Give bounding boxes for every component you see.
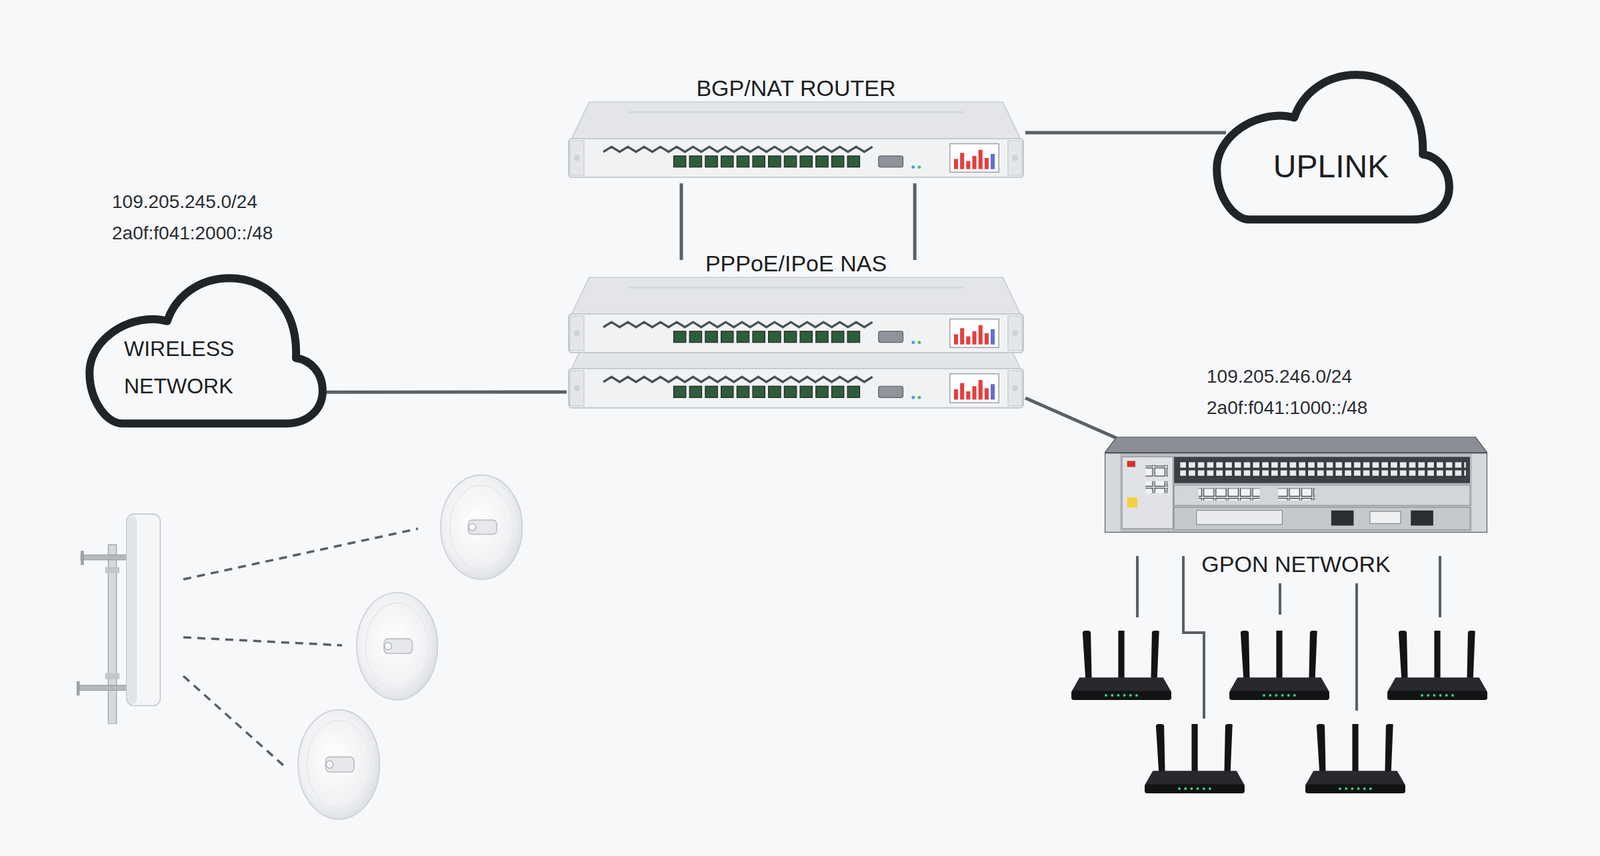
- cloud-shape: [89, 278, 323, 424]
- sector-antenna: [76, 514, 160, 724]
- subnet-label: 2a0f:f041:2000::/48: [112, 222, 273, 245]
- cloud-label: WIRELESS NETWORK: [124, 330, 284, 405]
- cpe-router: [1387, 630, 1488, 700]
- network-link: [1025, 131, 1226, 135]
- fiber-line: [1278, 583, 1282, 615]
- wireless-cloud: WIRELESS NETWORK: [81, 270, 327, 429]
- device-label: PPPoE/IPoE NAS: [705, 250, 887, 277]
- cloud-shape: [1216, 74, 1450, 220]
- network-link: [680, 183, 684, 260]
- wireless-link: [183, 676, 284, 766]
- nas-device-upper: [568, 277, 1024, 353]
- olt-device: [1104, 436, 1488, 533]
- fiber-line: [1183, 556, 1204, 719]
- cpe-router: [1229, 630, 1330, 700]
- nas-node: PPPoE/IPoE NAS: [566, 250, 1026, 417]
- device-label: BGP/NAT ROUTER: [696, 74, 896, 102]
- uplink-cloud: UPLINK: [1208, 66, 1454, 225]
- network-link: [322, 390, 567, 394]
- wireless-link: [183, 637, 342, 646]
- fiber-line: [1136, 556, 1139, 618]
- subnet-label: 2a0f:f041:1000::/48: [1206, 396, 1368, 420]
- fiber-line: [1355, 583, 1358, 711]
- dish-antenna: [298, 710, 380, 820]
- router-node: BGP/NAT ROUTER: [566, 74, 1026, 184]
- network-link: [1025, 398, 1130, 444]
- subnet-label: 109.205.246.0/24: [1206, 365, 1352, 388]
- device-label: GPON NETWORK: [1201, 550, 1390, 578]
- bgp-router-device: [568, 102, 1024, 178]
- dish-antenna: [356, 592, 438, 700]
- cpe-router: [1071, 630, 1172, 700]
- cpe-router: [1305, 724, 1406, 794]
- wireless-link: [183, 528, 418, 580]
- subnet-label: 109.205.245.0/24: [112, 190, 258, 214]
- dish-antenna: [440, 475, 522, 580]
- cpe-router: [1144, 724, 1245, 794]
- cloud-outline: [1208, 66, 1454, 225]
- olt-node: GPON NETWORK: [1104, 436, 1488, 585]
- fiber-line: [1438, 556, 1442, 618]
- network-link: [913, 183, 917, 260]
- cloud-label: UPLINK: [1273, 148, 1389, 186]
